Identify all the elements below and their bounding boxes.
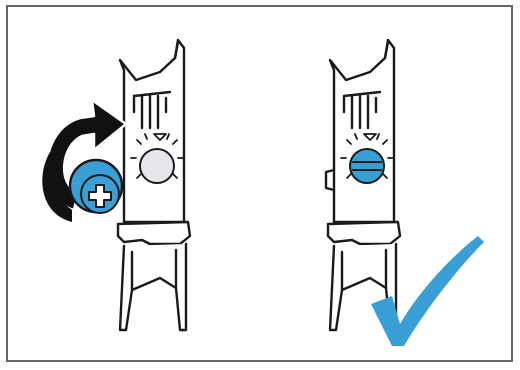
bracket-crossbar	[116, 220, 192, 246]
indicator-icon	[139, 148, 175, 184]
bracket-lower	[118, 242, 188, 332]
check-icon	[371, 236, 484, 346]
panel-before	[116, 38, 192, 332]
panel-after	[324, 38, 402, 332]
rotate-arrow-icon	[42, 98, 128, 222]
bracket-crossbar	[326, 220, 402, 246]
indicator-icon	[349, 148, 385, 184]
screw-icon	[68, 158, 124, 214]
